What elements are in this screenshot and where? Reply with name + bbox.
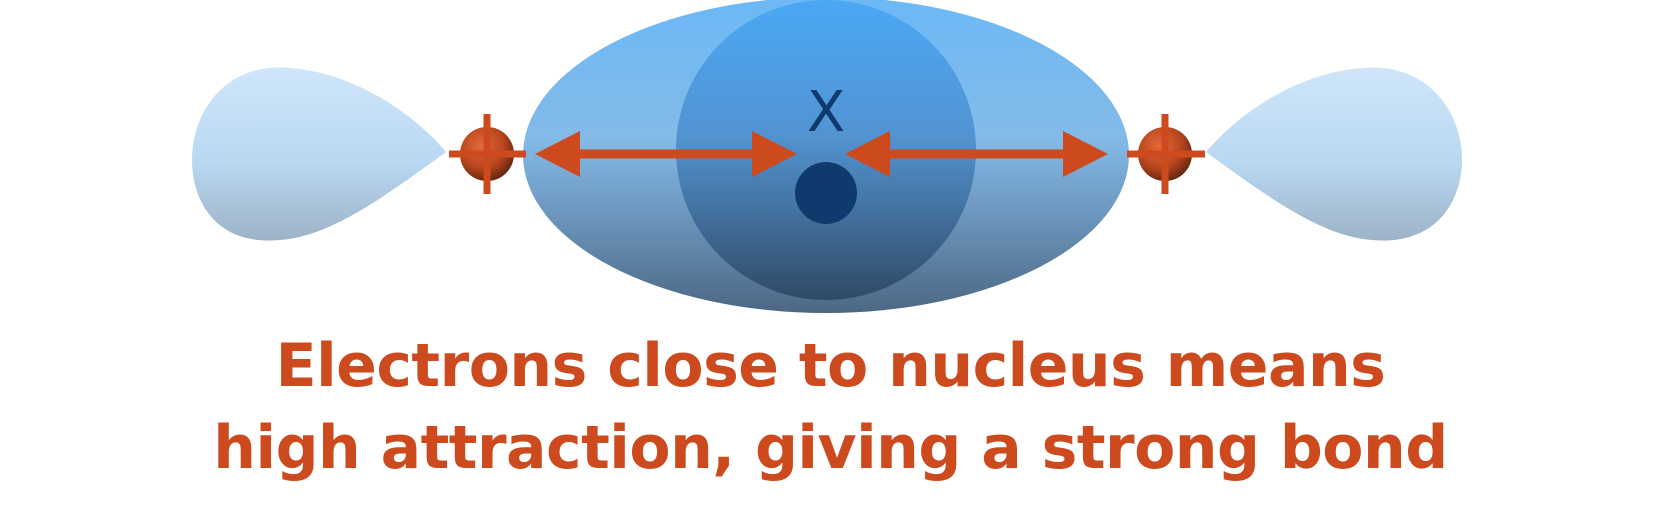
central-atom <box>676 0 976 300</box>
caption-line-1: Electrons close to nucleus means <box>275 331 1386 401</box>
double-arrow-left <box>535 131 797 177</box>
double-arrow-right <box>845 131 1108 177</box>
positive-charge-left <box>449 114 526 194</box>
nucleus-label: X <box>807 80 845 145</box>
nucleus <box>795 162 857 224</box>
outer-lobe-left <box>192 67 446 241</box>
positive-charge-right <box>1127 114 1205 194</box>
caption-line-2: high attraction, giving a strong bond <box>213 413 1448 483</box>
outer-lobe-right <box>1206 67 1462 241</box>
